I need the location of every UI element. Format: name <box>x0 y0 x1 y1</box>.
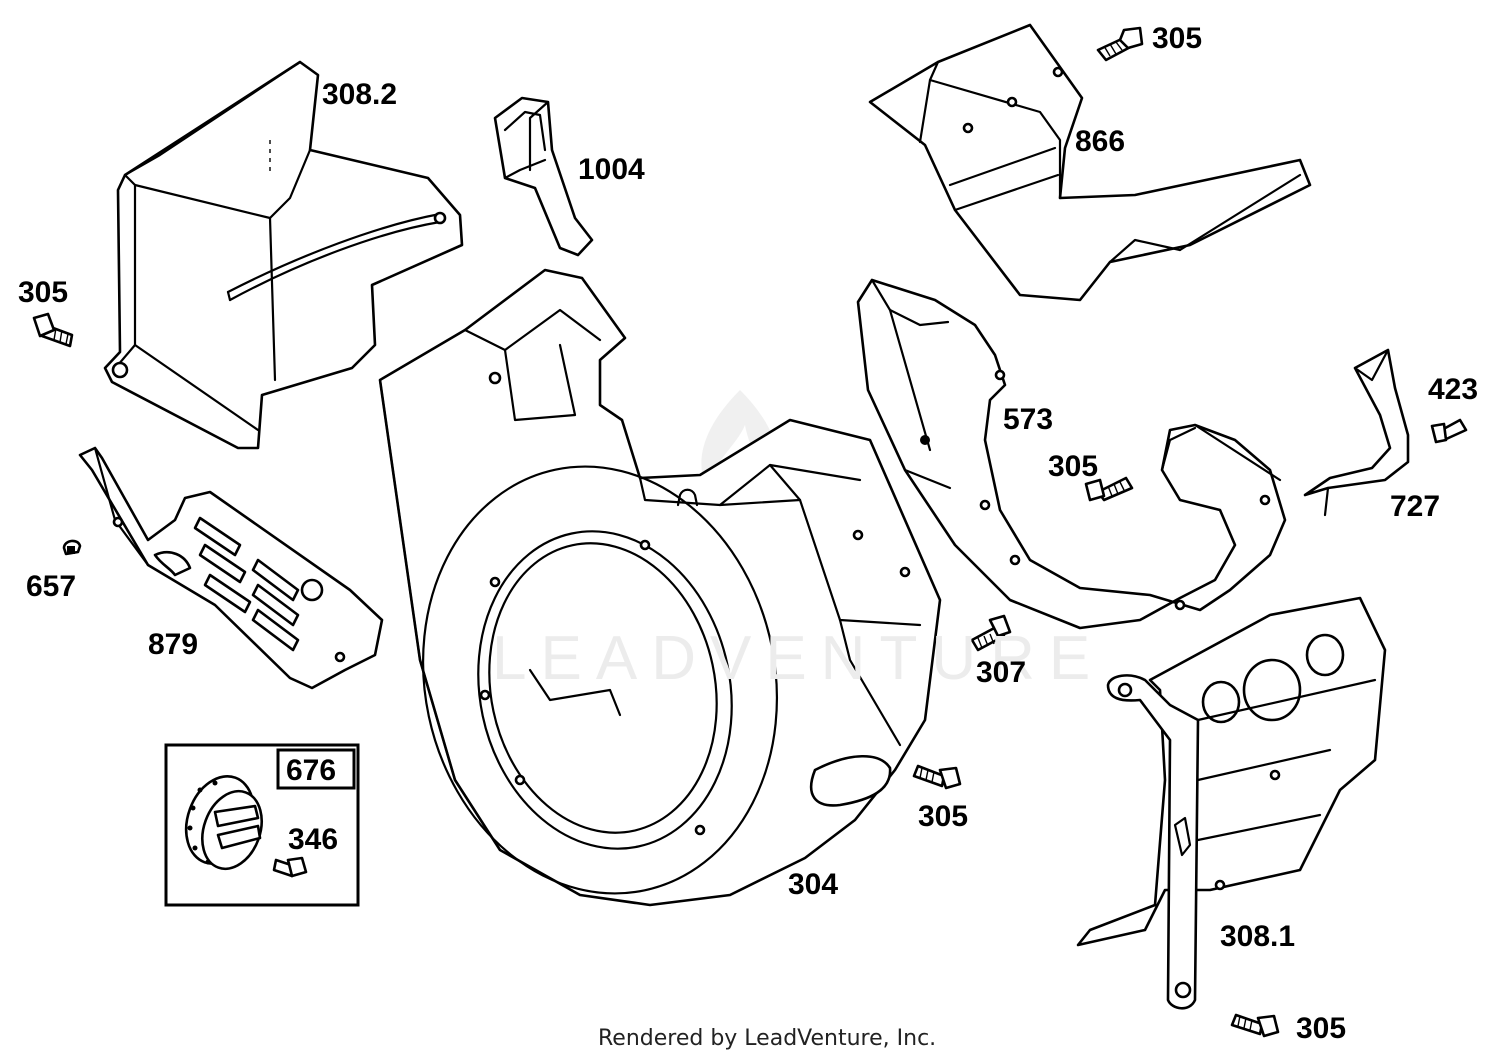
label-305-bottom: 305 <box>1296 1012 1347 1045</box>
label-308-1: 308.1 <box>1220 920 1296 953</box>
part-866-cylinder-cover[interactable] <box>868 23 1312 302</box>
label-304: 304 <box>788 868 839 901</box>
bolt-305-top-icon[interactable] <box>1096 26 1144 62</box>
part-308-2-shroud[interactable] <box>103 60 464 450</box>
part-879-guard-plate[interactable] <box>78 446 384 690</box>
inset-box-676 <box>164 743 360 907</box>
screw-657-icon[interactable] <box>62 539 82 556</box>
label-423: 423 <box>1428 373 1479 406</box>
label-657: 657 <box>26 570 77 603</box>
part-1004-air-guide[interactable] <box>493 96 594 257</box>
label-346: 346 <box>288 823 339 856</box>
label-1004: 1004 <box>578 153 645 186</box>
bolt-307-icon[interactable] <box>970 614 1012 652</box>
footer-credit: Rendered by LeadVenture, Inc. <box>598 1026 937 1051</box>
bolt-346-icon[interactable] <box>272 856 308 878</box>
label-305-lower: 305 <box>918 800 969 833</box>
part-676-screen-icon[interactable] <box>175 767 272 877</box>
label-573: 573 <box>1003 403 1054 436</box>
part-573-baffle[interactable] <box>856 278 1287 630</box>
part-304-blower-housing[interactable] <box>378 268 942 927</box>
watermark-text: LEADVENTURE <box>492 624 1105 693</box>
label-305-left: 305 <box>18 276 69 309</box>
bolt-305-lower-icon[interactable] <box>912 764 962 790</box>
bolt-423-icon[interactable] <box>1430 418 1468 444</box>
label-307: 307 <box>976 656 1027 689</box>
label-879: 879 <box>148 628 199 661</box>
label-308-2: 308.2 <box>322 78 398 111</box>
bolt-305-left-icon[interactable] <box>32 312 74 348</box>
label-305-mid: 305 <box>1048 450 1099 483</box>
label-676: 676 <box>286 754 337 787</box>
bolt-305-bottom-icon[interactable] <box>1230 1013 1280 1038</box>
part-308-1-shroud[interactable] <box>1076 596 1387 1010</box>
label-305-top: 305 <box>1152 22 1203 55</box>
label-727: 727 <box>1390 490 1441 523</box>
bolt-305-mid-icon[interactable] <box>1084 476 1134 502</box>
label-866: 866 <box>1075 125 1126 158</box>
part-727-bracket[interactable] <box>1303 348 1410 517</box>
